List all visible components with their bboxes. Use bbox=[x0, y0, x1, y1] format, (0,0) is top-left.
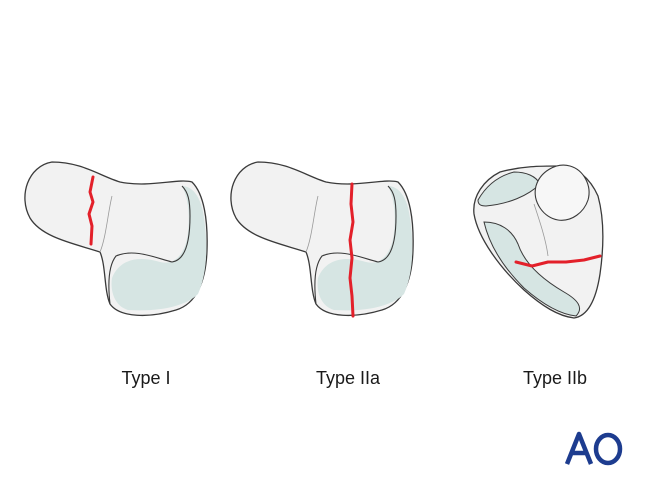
logo-letter-o bbox=[593, 432, 623, 466]
bone-shadow-3-left bbox=[483, 221, 580, 317]
bone-contour-2b bbox=[305, 195, 319, 253]
caption-type-2b: Type IIb bbox=[522, 368, 588, 388]
bone-contour-2 bbox=[314, 185, 397, 305]
bone-type-2b bbox=[473, 164, 604, 319]
bone-contour-1b bbox=[99, 195, 113, 253]
bone-contour-1 bbox=[108, 185, 191, 305]
logo-letter-a bbox=[565, 431, 594, 465]
bone-head-3 bbox=[534, 164, 590, 221]
bone-contour-3 bbox=[533, 203, 549, 257]
bone-shadow-2a bbox=[317, 186, 413, 311]
bone-shadow-1a bbox=[111, 186, 207, 311]
fracture-line-1 bbox=[87, 175, 95, 246]
caption-type-1: Type I bbox=[121, 368, 171, 388]
bone-type-1 bbox=[24, 161, 208, 317]
ao-logo bbox=[565, 431, 623, 466]
fracture-line-3 bbox=[514, 254, 602, 268]
fracture-line-2 bbox=[348, 182, 355, 318]
caption-type-2a: Type IIa bbox=[315, 368, 381, 388]
bone-type-2a bbox=[230, 161, 414, 318]
